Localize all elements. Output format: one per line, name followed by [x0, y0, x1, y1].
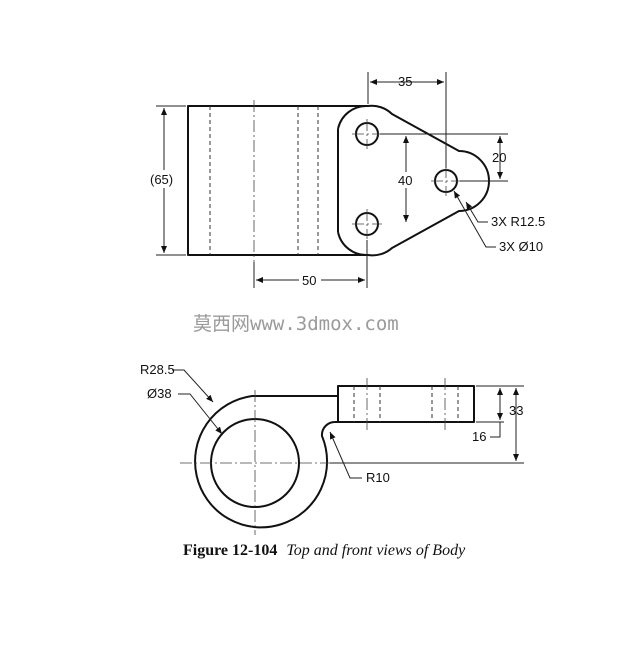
dim-33: 33	[509, 403, 523, 418]
dim-35: 35	[398, 74, 412, 89]
dim-16: 16	[472, 429, 486, 444]
watermark: 莫西网 www.3dmox.com	[193, 313, 399, 335]
dim-65: (65)	[150, 172, 173, 187]
dim-r10: R10	[366, 470, 390, 485]
svg-text:Figure 12-104 Top and fr: Figure 12-104 Top and front views of Bod…	[183, 542, 466, 559]
caption-number: Figure 12-104	[183, 542, 277, 559]
front-view: R28.5 Ø38 33 16 R10	[140, 362, 524, 535]
front-view-outline	[194, 385, 475, 529]
dim-r28-5: R28.5	[140, 362, 175, 377]
dim-3x-r12-5: 3X R12.5	[491, 214, 545, 229]
dim-dia38: Ø38	[147, 386, 172, 401]
watermark-cn: 莫西网	[193, 313, 250, 335]
top-view: 35 20 (65) 40 3X R12.5 3X Ø10 50	[148, 72, 545, 288]
dim-40: 40	[398, 173, 412, 188]
dim-50: 50	[302, 273, 316, 288]
dim-20: 20	[492, 150, 506, 165]
caption-text: Top and front views of Body	[286, 542, 466, 559]
dim-3x-dia10: 3X Ø10	[499, 239, 543, 254]
top-view-outline	[187, 104, 490, 257]
caption: Figure 12-104 Top and front views of Bod…	[183, 542, 466, 559]
watermark-url: www.3dmox.com	[250, 313, 399, 335]
